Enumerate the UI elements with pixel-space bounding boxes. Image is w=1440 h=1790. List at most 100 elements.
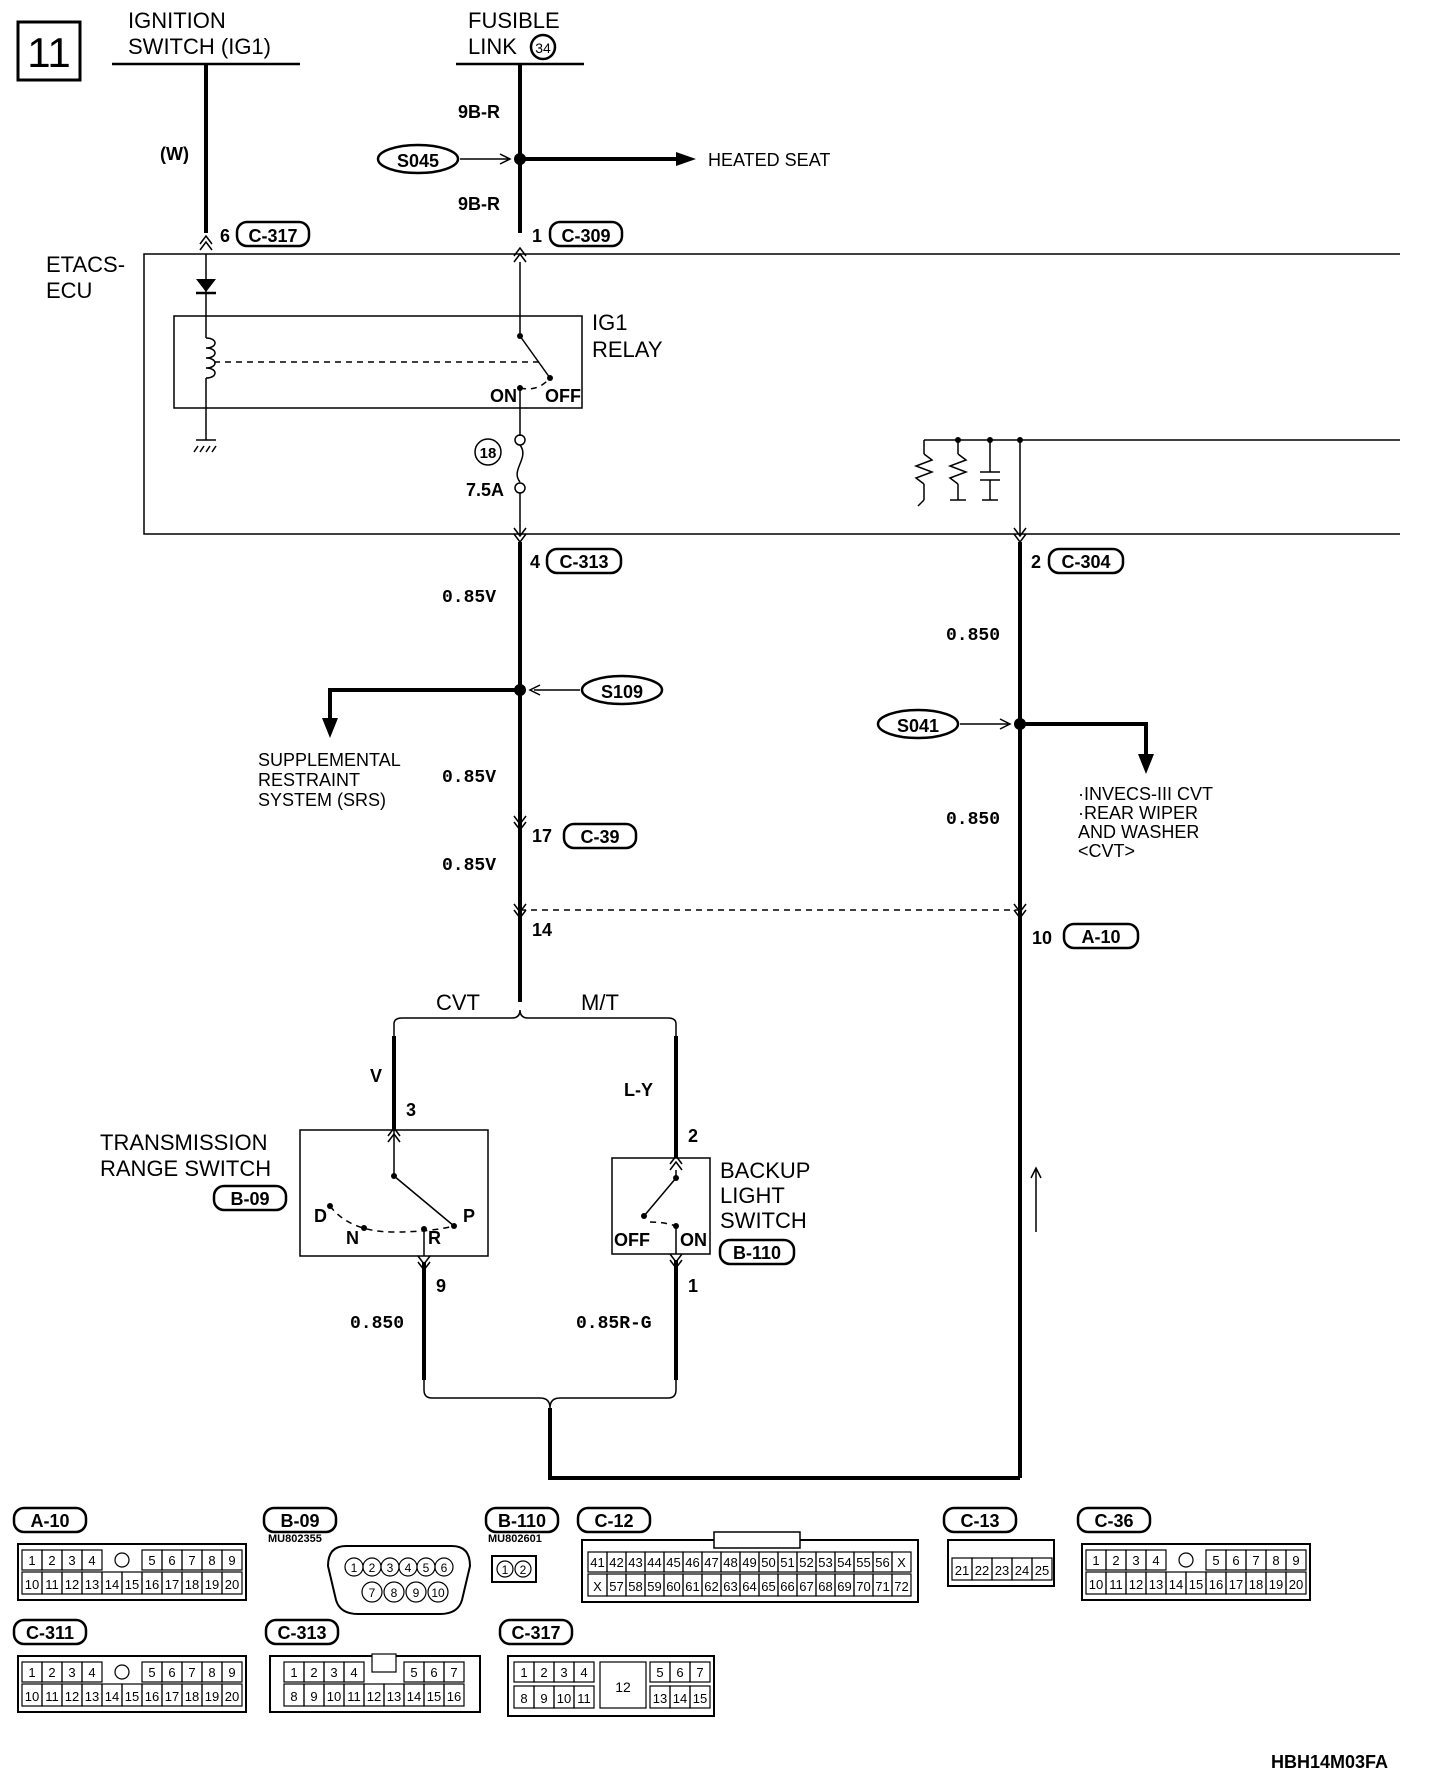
- bls-pin-in: 2: [688, 1126, 698, 1146]
- a10-pin: 16: [145, 1577, 159, 1592]
- split-right-label: M/T: [581, 990, 619, 1015]
- invecs-label-2: ·REAR WIPER: [1078, 803, 1198, 823]
- c12-pin: 70: [856, 1579, 870, 1594]
- c311-pin: 8: [208, 1665, 215, 1680]
- fusible-label-1: FUSIBLE: [468, 8, 560, 33]
- c313-view-label: C-313: [277, 1623, 326, 1643]
- invecs-label-1: ·INVECS-III CVT: [1078, 784, 1213, 804]
- c12-pin: 65: [761, 1579, 775, 1594]
- b09-pin: 9: [413, 1586, 420, 1600]
- c12-pin: 71: [875, 1579, 889, 1594]
- bls-connector: B-110: [733, 1243, 781, 1263]
- c36-view-label: C-36: [1094, 1511, 1133, 1531]
- c311-pin: 12: [65, 1689, 79, 1704]
- cvt-mt-split: CVT M/T: [393, 990, 677, 1036]
- c317-pin: 8: [520, 1691, 527, 1706]
- c304-name: C-304: [1061, 552, 1110, 572]
- trs-pin-out: 9: [436, 1276, 446, 1296]
- bls-label-1: BACKUP: [720, 1158, 810, 1183]
- wire-label-w3: 0.85V: [442, 856, 496, 876]
- srs-label-3: SYSTEM (SRS): [258, 790, 386, 810]
- c317-pin: 14: [673, 1691, 687, 1706]
- c12-pin: 43: [628, 1555, 642, 1570]
- c12-pin: 53: [818, 1555, 832, 1570]
- a10-pin: 18: [185, 1577, 199, 1592]
- c317-view-label: C-317: [511, 1623, 560, 1643]
- c36-pin: 7: [1252, 1553, 1259, 1568]
- trs-pin-in: 3: [406, 1100, 416, 1120]
- splice-s109: S109 SUPPLEMENTAL RESTRAINT SYSTEM (SRS): [258, 674, 664, 810]
- a10-left-pin: 14: [532, 920, 552, 940]
- c309-pin: 1: [532, 226, 542, 246]
- split-left-label: CVT: [436, 990, 480, 1015]
- fuse-number: 18: [480, 445, 497, 462]
- c13-pin: 21: [955, 1563, 969, 1578]
- c313-pin: 15: [427, 1689, 441, 1704]
- c36-pin: 16: [1209, 1577, 1223, 1592]
- bls-on-label: ON: [680, 1230, 707, 1250]
- c311-pin: 13: [85, 1689, 99, 1704]
- c313-pin: 4: [530, 552, 540, 572]
- a10-pin: 5: [148, 1553, 155, 1568]
- backup-light-switch: L-Y 2 OFF ON BACKUP LIGHT SWITCH B-110 1…: [576, 1036, 810, 1380]
- page-number: 11: [27, 29, 71, 76]
- c13-view-label: C-13: [960, 1511, 999, 1531]
- c12-pin: 55: [856, 1555, 870, 1570]
- ignition-wire-color: (W): [160, 144, 189, 164]
- a10-pin: 4: [88, 1553, 95, 1568]
- c36-pin: 19: [1269, 1577, 1283, 1592]
- invecs-label-4: <CVT>: [1078, 841, 1135, 861]
- transmission-range-switch: V 3 D N R P TRANSMISSION RANGE SWITCH B-…: [100, 1036, 489, 1380]
- c313-pin: 4: [350, 1665, 357, 1680]
- diagram-code: HBH14M03FA: [1271, 1752, 1388, 1772]
- c317-pin: 15: [693, 1691, 707, 1706]
- c311-pin: 1: [28, 1665, 35, 1680]
- c309-name: C-309: [561, 226, 610, 246]
- b09-pin: 3: [387, 1561, 394, 1575]
- splice-s109-label: S109: [601, 682, 643, 702]
- c317-pin: 11: [577, 1691, 591, 1706]
- a10-pin: 6: [168, 1553, 175, 1568]
- a10-pin: 7: [188, 1553, 195, 1568]
- c313-name: C-313: [559, 552, 608, 572]
- c317-pin: 4: [580, 1665, 587, 1680]
- ecu-label-2: ECU: [46, 278, 92, 303]
- c12-pin: 42: [609, 1555, 623, 1570]
- trs-in-wire: V: [370, 1066, 382, 1086]
- c12-pin: 63: [723, 1579, 737, 1594]
- c311-pin: 5: [148, 1665, 155, 1680]
- fusible-label-2: LINK: [468, 34, 517, 59]
- c313-pin: 12: [367, 1689, 381, 1704]
- connector-c317-top: 6 C-317: [220, 220, 311, 248]
- c36-pin: 1: [1092, 1553, 1099, 1568]
- bls-label-3: SWITCH: [720, 1208, 807, 1233]
- connector-c39: 17 C-39: [532, 822, 638, 850]
- connector-a10: 10 A-10: [1032, 922, 1140, 950]
- c311-pin: 11: [45, 1689, 59, 1704]
- c36-pin: 18: [1249, 1577, 1263, 1592]
- b09-view-label: B-09: [280, 1511, 319, 1531]
- a10-pin: 1: [28, 1553, 35, 1568]
- c39-name: C-39: [580, 827, 619, 847]
- c36-pin: 12: [1129, 1577, 1143, 1592]
- return-wire: [548, 1408, 1020, 1480]
- c12-pin: 62: [704, 1579, 718, 1594]
- c311-pin: 6: [168, 1665, 175, 1680]
- c12-pin: 56: [875, 1555, 889, 1570]
- bottom-bracket: [423, 1380, 677, 1409]
- c304-pin: 2: [1031, 552, 1041, 572]
- a10-pin: 17: [165, 1577, 179, 1592]
- trs-connector: B-09: [230, 1189, 269, 1209]
- c36-pin: 15: [1189, 1577, 1203, 1592]
- c313-pin: 8: [290, 1689, 297, 1704]
- c311-pin: 10: [25, 1689, 39, 1704]
- fusible-link-source: FUSIBLE LINK 34 9B-R 9B-R: [456, 8, 584, 214]
- c12-pin: X: [897, 1555, 906, 1570]
- trs-pos-d: D: [314, 1206, 327, 1226]
- a10-pin: 20: [225, 1577, 239, 1592]
- wire-label-r1: 0.850: [946, 626, 1000, 646]
- c311-pin: 20: [225, 1689, 239, 1704]
- b110-pin: 2: [520, 1563, 527, 1577]
- c13-pin: 24: [1015, 1563, 1029, 1578]
